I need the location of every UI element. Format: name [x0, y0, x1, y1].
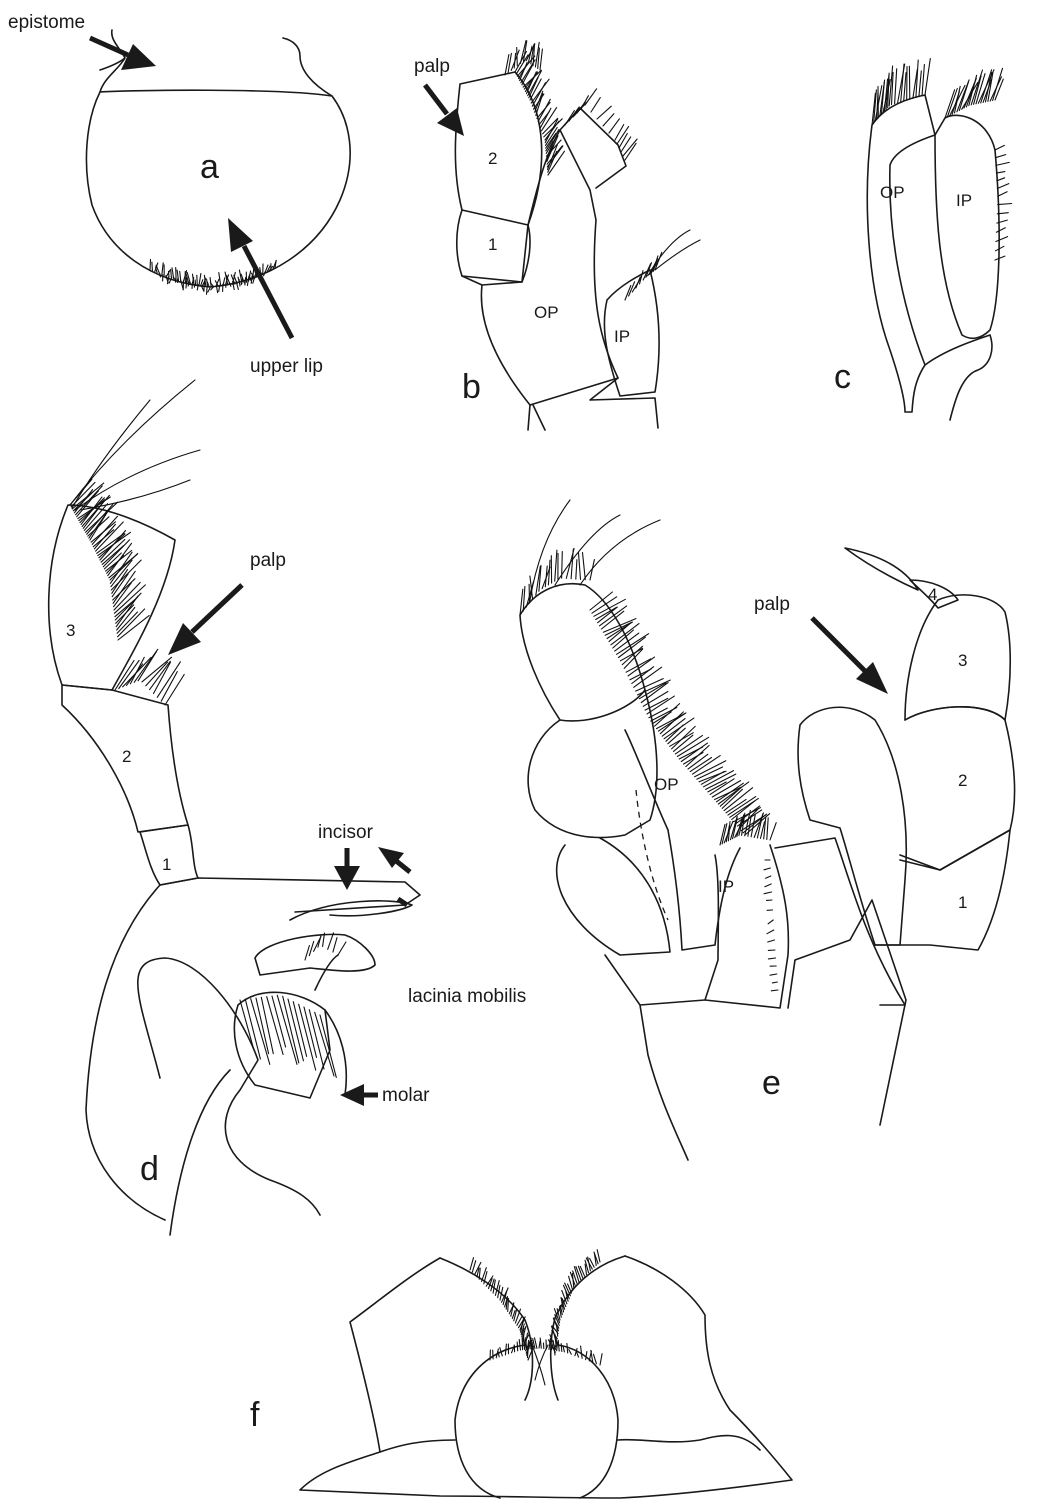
inner-plate-b-label: IP	[614, 327, 630, 346]
palp-b-arrow-head	[437, 108, 464, 136]
text-labels: epistome a upper lip palp 2 1 OP IP b OP…	[8, 12, 972, 1434]
palp-d-seg-2: 2	[122, 747, 131, 766]
incisor-arrow-head	[334, 866, 360, 890]
right-palp-segment-1-outline	[875, 830, 1010, 950]
panel-d-bristles	[70, 380, 346, 1077]
left-plate-outline	[557, 838, 670, 955]
upper-lip-arrow-shaft	[244, 246, 292, 338]
epistome-label: epistome	[8, 12, 85, 33]
lacinia-arrow-shaft-2	[395, 860, 410, 872]
palp-e-arrow-shaft	[812, 618, 866, 672]
panel-f-bristles	[470, 1250, 602, 1385]
panel-c-hook-outline	[925, 335, 992, 420]
basal-segment-outline	[605, 900, 906, 1160]
palp-e-seg-3: 3	[958, 651, 967, 670]
callout-arrows	[90, 38, 888, 1106]
mandible-ridge-outline	[170, 955, 346, 1235]
outer-plate-inner-dashed	[636, 790, 668, 920]
panel-b-bristles	[505, 41, 700, 300]
lacinia-arrow-shaft	[398, 899, 407, 905]
inner-plate-outline	[705, 845, 788, 1008]
palp-b-seg-2: 2	[488, 149, 497, 168]
mandible-lobe-outline	[138, 958, 320, 1215]
upper-lip-label: upper lip	[250, 356, 323, 377]
center-plate-outline	[775, 838, 905, 1005]
molar-label: molar	[382, 1085, 430, 1106]
outer-plate-c-label: OP	[880, 183, 905, 202]
lacinia-mobilis-outline	[255, 934, 375, 975]
inner-plate-outline	[935, 115, 999, 338]
outer-plate-e-label: OP	[654, 775, 679, 794]
palp-e-label: palp	[754, 594, 790, 615]
palp-d-arrow-shaft	[192, 585, 242, 632]
palp-d-label: palp	[250, 550, 286, 571]
palp-b-label: palp	[414, 56, 450, 77]
upper-lip-outline	[86, 90, 350, 287]
left-palp-segment-outline	[520, 584, 645, 721]
panel-d-letter: d	[140, 1150, 159, 1188]
panel-e-bristles	[520, 500, 778, 991]
lower-lip-outer-outline	[300, 1256, 792, 1498]
panel-a-letter: a	[200, 148, 219, 186]
lower-lip-side-lines	[380, 1436, 760, 1452]
lower-lip-outer-lobe-left	[440, 1258, 533, 1400]
palp-e-seg-4: 4	[928, 585, 937, 604]
right-plate-outline	[798, 707, 906, 945]
molar-arrow-head	[340, 1084, 364, 1106]
palp-b-arrow-shaft	[425, 85, 447, 114]
molar-outline	[234, 992, 330, 1098]
right-palp-claw-outline	[845, 548, 918, 590]
left-palp-basal-outline	[528, 690, 657, 837]
lacinia-mobilis-label: lacinia mobilis	[408, 986, 526, 1007]
inner-plate-e-label: IP	[718, 877, 734, 896]
lower-lip-outer-lobe-right	[551, 1256, 625, 1400]
palp-segment-3-outline	[49, 505, 175, 690]
lower-lip-inner-lobe	[455, 1345, 618, 1498]
palp-d-seg-1: 1	[162, 855, 171, 874]
panel-e-letter: e	[762, 1064, 781, 1102]
epistome-arrow-shaft	[90, 38, 128, 55]
panel-d	[49, 380, 420, 1235]
palp-d-seg-3: 3	[66, 621, 75, 640]
panel-b-letter: b	[462, 368, 481, 406]
panel-c-letter: c	[834, 358, 851, 396]
panel-f	[300, 1250, 792, 1498]
palp-e-seg-2: 2	[958, 771, 967, 790]
inner-plate-c-label: IP	[956, 191, 972, 210]
upper-lip-arrow-head	[228, 218, 253, 252]
incisor-label: incisor	[318, 822, 374, 843]
panel-c	[867, 59, 1011, 420]
outer-plate-b-label: OP	[534, 303, 559, 322]
epistome-arrow-head	[121, 44, 156, 70]
panel-f-letter: f	[250, 1396, 260, 1434]
palp-b-seg-1: 1	[488, 235, 497, 254]
palp-e-seg-1: 1	[958, 893, 967, 912]
